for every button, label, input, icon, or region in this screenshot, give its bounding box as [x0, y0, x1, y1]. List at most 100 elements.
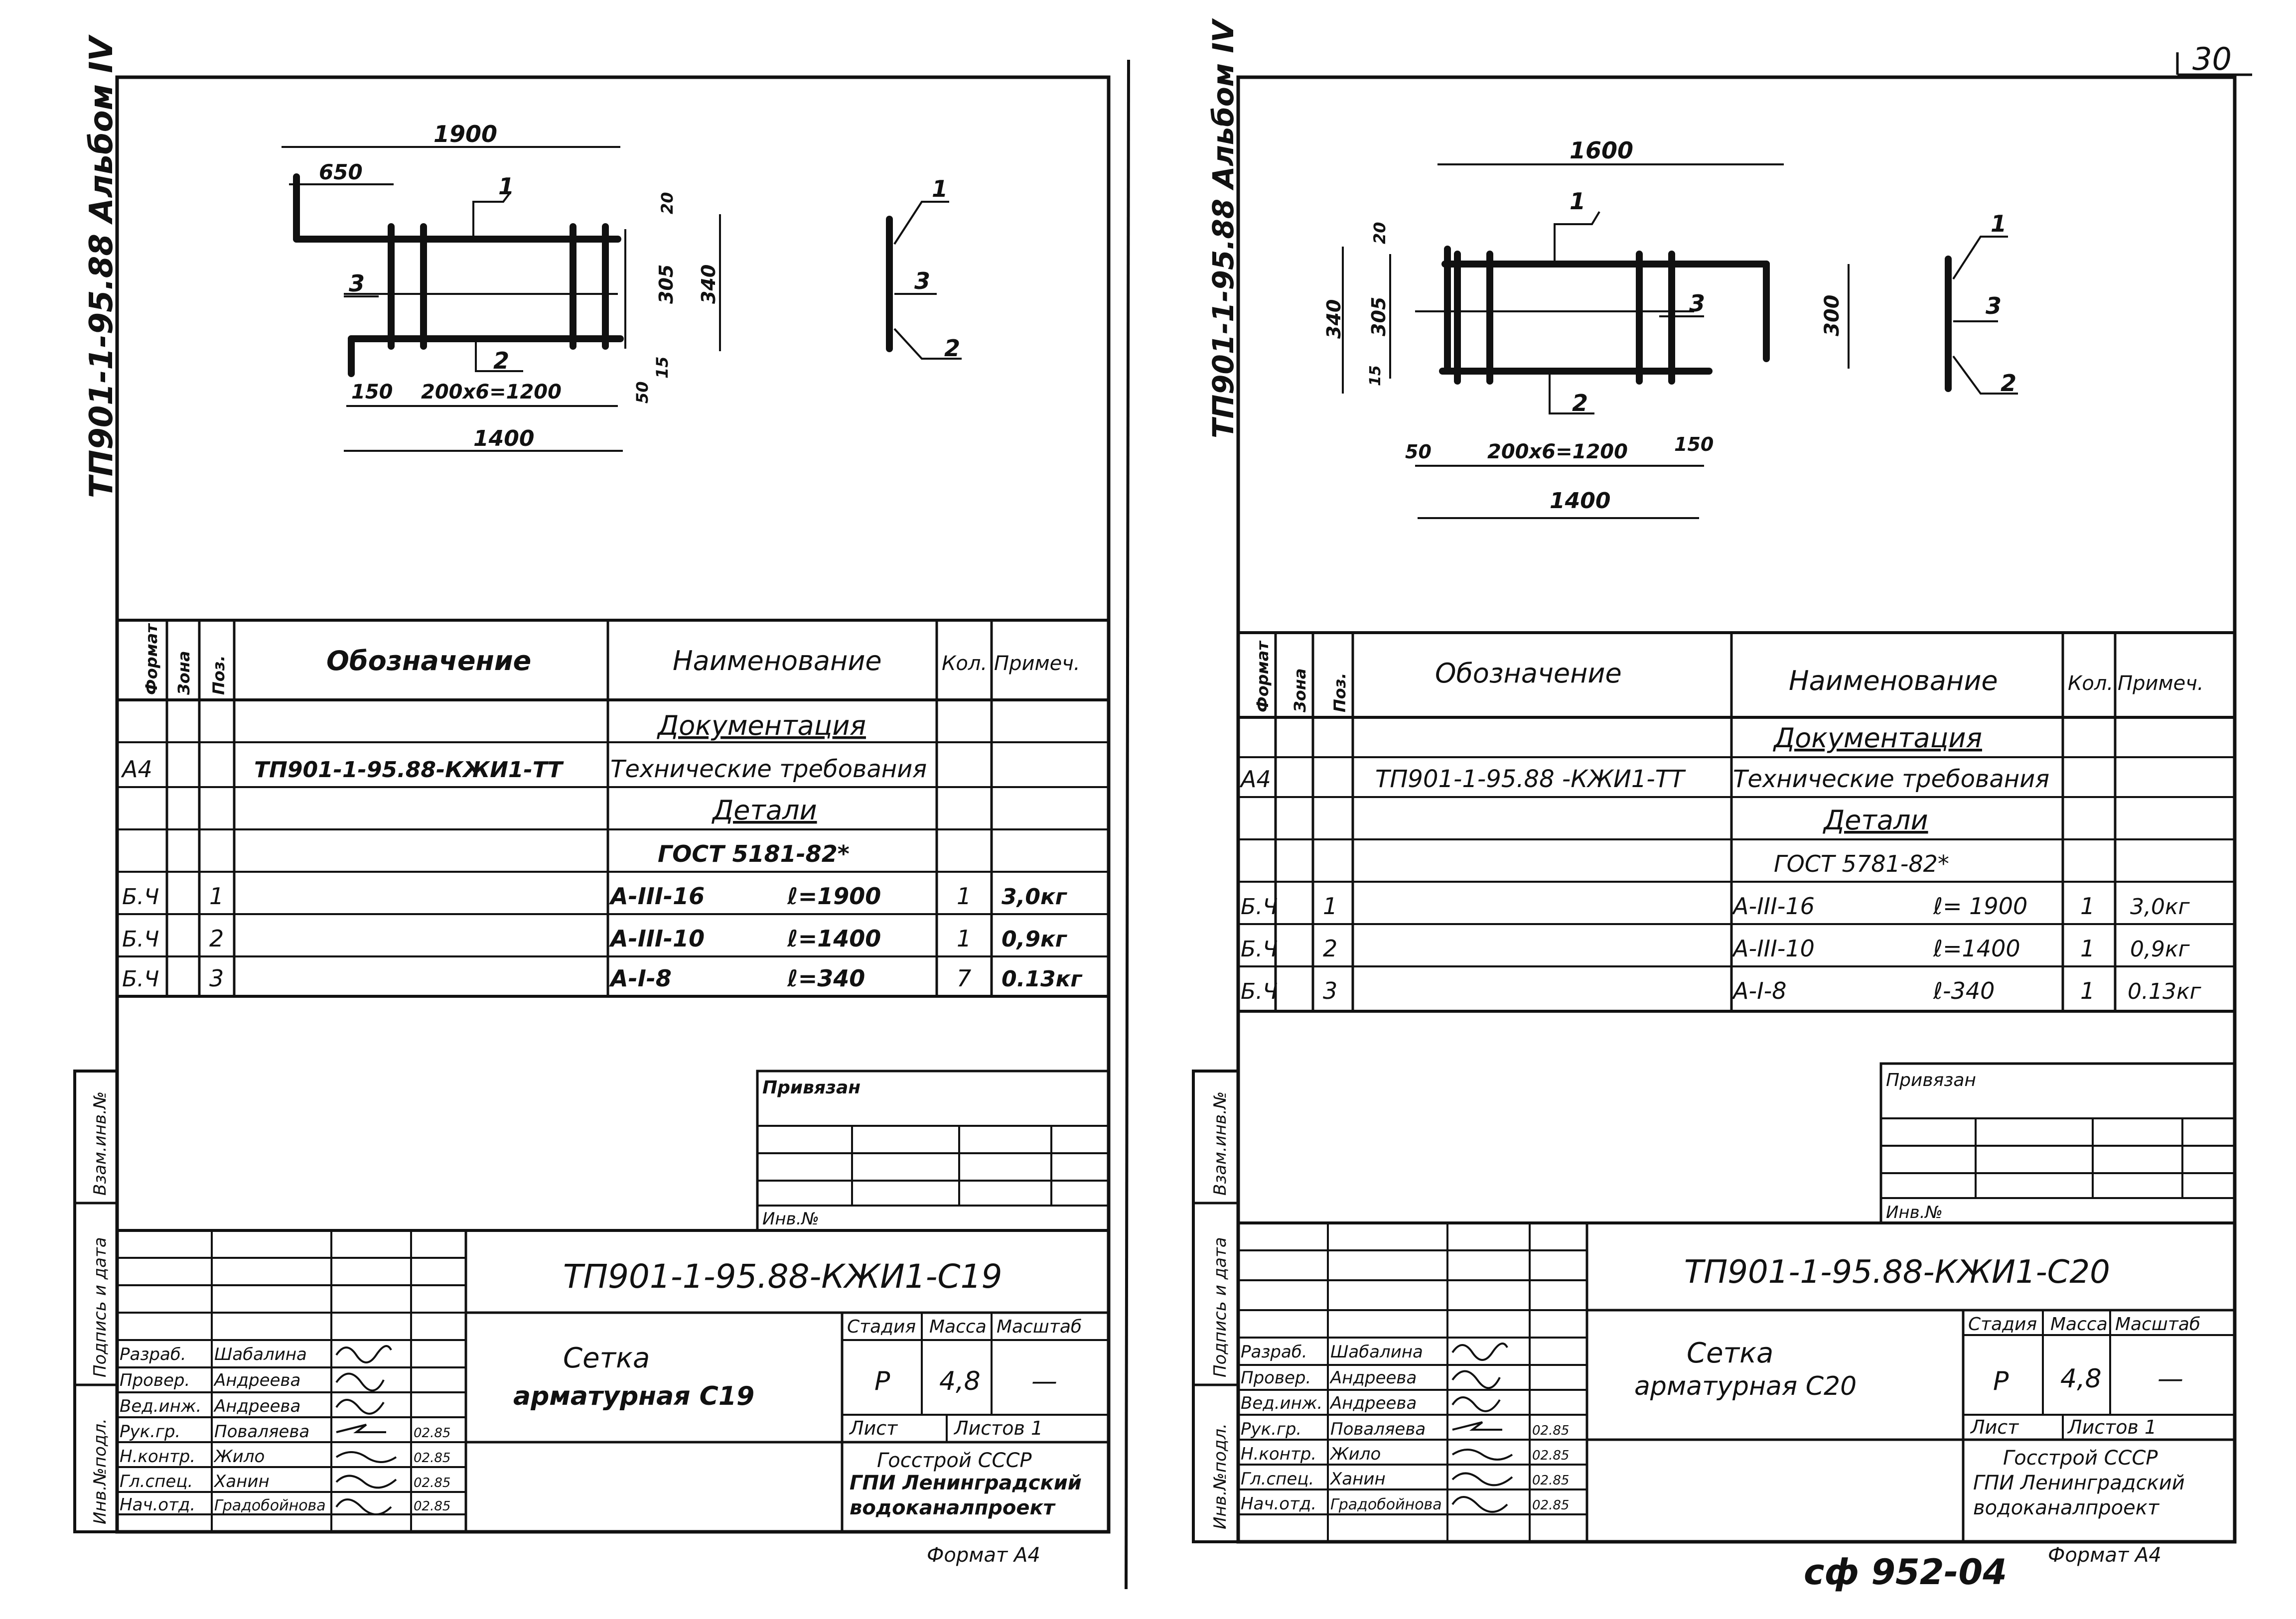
signature-rows: Разраб. Шабалина Провер. Андреева Вед.ин…	[120, 1345, 450, 1515]
binding-inv: Инв.№	[1886, 1203, 1943, 1222]
spec-table-c19: Формат Зона Поз. Обозначение Наименовани…	[116, 619, 1110, 998]
callout-3: 3	[1689, 290, 1705, 317]
spec-cell-name: А-III-16	[1731, 893, 1815, 920]
spec-cell-name: Документация	[1773, 722, 1982, 754]
spec-cell-qty: 7	[957, 965, 971, 992]
dim-bottom-gap: 15	[1367, 365, 1384, 386]
page-number: 30	[2192, 41, 2232, 77]
spec-cell-format: Б.Ч	[122, 927, 159, 952]
role: Разраб.	[120, 1345, 186, 1364]
spec-cell-format: А4	[1239, 766, 1271, 793]
role: Гл.спец.	[120, 1472, 193, 1491]
spec-cell-pos: 1	[209, 883, 224, 910]
dim-end-left: 50	[1405, 441, 1432, 463]
hdr-designation: Обозначение	[326, 645, 531, 676]
dim-top-gap: 20	[1370, 222, 1389, 244]
sheets-header: Листов 1	[2067, 1416, 2156, 1438]
spec-cell-name: Детали	[1823, 805, 1928, 836]
sign-date: 02.85	[414, 1476, 450, 1490]
stage-value: Р	[1993, 1366, 2009, 1396]
person-name: Градобойнова	[1330, 1496, 1442, 1513]
role: Рук.гр.	[1241, 1419, 1301, 1439]
person-name: Градобойнова	[214, 1497, 326, 1514]
sheet-right: Взам.инв.№ Подпись и дата Инв.№подл. ТП9…	[1192, 18, 2237, 1567]
role: Нач.отд.	[120, 1495, 195, 1515]
spec-cell-pos: 2	[209, 925, 224, 952]
spec-cell-name: ГОСТ 5181-82*	[658, 840, 850, 867]
role: Рук.гр.	[120, 1422, 180, 1442]
callout-1: 1	[1570, 188, 1585, 215]
title-name-line2: арматурная С20	[1634, 1371, 1857, 1401]
spec-cell-length: ℓ=1400	[1933, 935, 2020, 962]
person-name: Андреева	[213, 1370, 300, 1390]
side-stamp-replacement: Взам.инв.№	[1210, 1091, 1230, 1196]
role: Разраб.	[1241, 1342, 1307, 1362]
spec-cell-format: Б.Ч	[122, 884, 159, 910]
sheets-header: Листов 1	[953, 1417, 1043, 1439]
format-label: Формат А4	[927, 1544, 1040, 1567]
dim-bottom: 1400	[473, 426, 534, 451]
person-name: Андреева	[1329, 1393, 1417, 1413]
dim-end-right: 50	[633, 381, 652, 404]
spec-cell-name: Детали	[712, 795, 817, 826]
side-stamp-replacement: Взам.инв.№	[90, 1091, 110, 1196]
scale-header: Масштаб	[997, 1317, 1082, 1337]
org-line1: Госстрой СССР	[877, 1449, 1032, 1472]
doc-code: сф 952-04	[1804, 1552, 2007, 1593]
scale-value: —	[2157, 1364, 2183, 1394]
sheet-header: Лист	[849, 1417, 898, 1439]
org-line2: ГПИ Ленинградский	[1973, 1472, 2185, 1494]
hdr-note: Примеч.	[994, 652, 1080, 675]
spec-cell-note: 0,9кг	[2130, 937, 2190, 962]
spec-cell-length: ℓ= 1900	[1933, 893, 2027, 920]
dim-end-right: 150	[1674, 433, 1714, 455]
section-2: 2	[2001, 370, 2016, 397]
mass-value: 4,8	[2060, 1364, 2102, 1394]
spec-cell-pos: 2	[1323, 935, 1337, 962]
org-line3: водоканалпроект	[1973, 1496, 2160, 1519]
spec-cell-qty: 1	[957, 925, 971, 952]
hdr-format: Формат	[1253, 640, 1272, 712]
stage-value: Р	[874, 1366, 890, 1396]
spec-rows-c20: Документация А4 ТП901-1-95.88 -КЖИ1-ТТ Т…	[1239, 722, 2202, 1004]
role: Вед.инж.	[120, 1396, 201, 1416]
spec-cell-format: Б.Ч	[1241, 937, 1278, 962]
spec-cell-name: А-III-10	[609, 925, 705, 952]
mesh-drawing-c20: 1600 50 200x6=1200 150 1400 340 305 20 1…	[1323, 137, 2018, 519]
dim-height-total: 340	[698, 265, 719, 304]
callout-leader	[1554, 211, 1600, 264]
person-name: Ханин	[213, 1472, 270, 1491]
scale-value: —	[1031, 1366, 1057, 1396]
dim-right-height: 300	[1821, 295, 1844, 337]
album-label: ТП901-1-95.88 Альбом IV	[1206, 18, 1240, 438]
spec-cell-name: Технические требования	[610, 755, 927, 783]
fold-line	[1125, 59, 1130, 1590]
dim-top-gap: 20	[658, 192, 677, 214]
title-name-line1: Сетка	[1687, 1337, 1773, 1369]
binding-title: Привязан	[1886, 1070, 1976, 1090]
spec-cell-length: ℓ=340	[787, 965, 865, 992]
spec-cell-designation: ТП901-1-95.88 -КЖИ1-ТТ	[1375, 765, 1686, 793]
role: Нач.отд.	[1241, 1494, 1316, 1514]
spec-cell-note: 0.13кг	[1002, 966, 1083, 992]
callout-2: 2	[493, 347, 509, 374]
role: Провер.	[1241, 1368, 1311, 1388]
callout-leader	[472, 191, 512, 239]
side-stamp-original: Инв.№подл.	[90, 1418, 110, 1524]
sign-date: 02.85	[1532, 1448, 1569, 1463]
spec-rows-c19: Документация А4 ТП901-1-95.88-КЖИ1-ТТ Те…	[121, 710, 1083, 992]
title-name-line1: Сетка	[563, 1342, 650, 1374]
title-name-line2: арматурная С19	[513, 1381, 754, 1411]
section-leader	[1952, 236, 2008, 280]
section-1: 1	[1991, 210, 2007, 237]
spec-cell-qty: 1	[957, 883, 971, 910]
sign-date: 02.85	[1532, 1423, 1569, 1438]
section-3: 3	[914, 268, 930, 294]
dim-spacing: 200x6=1200	[421, 381, 562, 404]
org-line3: водоканалпроект	[850, 1496, 1056, 1519]
hdr-designation: Обозначение	[1435, 658, 1622, 689]
spec-cell-note: 3,0кг	[1002, 884, 1068, 910]
stage-header: Стадия	[847, 1317, 916, 1337]
spec-cell-name: Документация	[657, 710, 866, 741]
hdr-pos: Поз.	[209, 655, 228, 695]
